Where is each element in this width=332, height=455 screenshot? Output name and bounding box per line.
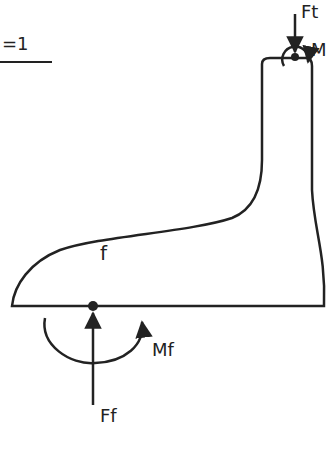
force-arrow <box>92 313 95 405</box>
contact-dot <box>88 301 98 311</box>
force-label: Ft <box>301 2 318 22</box>
force-label: =1 <box>2 34 29 54</box>
force-label: Ff <box>100 406 117 426</box>
force-label: M <box>311 40 327 60</box>
moment-arc <box>282 46 308 66</box>
segment-label: f <box>100 242 107 264</box>
foot-outline <box>10 50 328 312</box>
joint-dot <box>291 53 299 61</box>
foot-outline <box>12 58 324 306</box>
moment-arc <box>44 318 142 363</box>
force-label: Mf <box>152 340 174 360</box>
underline <box>0 61 52 63</box>
foot-segment: f <box>10 50 328 312</box>
